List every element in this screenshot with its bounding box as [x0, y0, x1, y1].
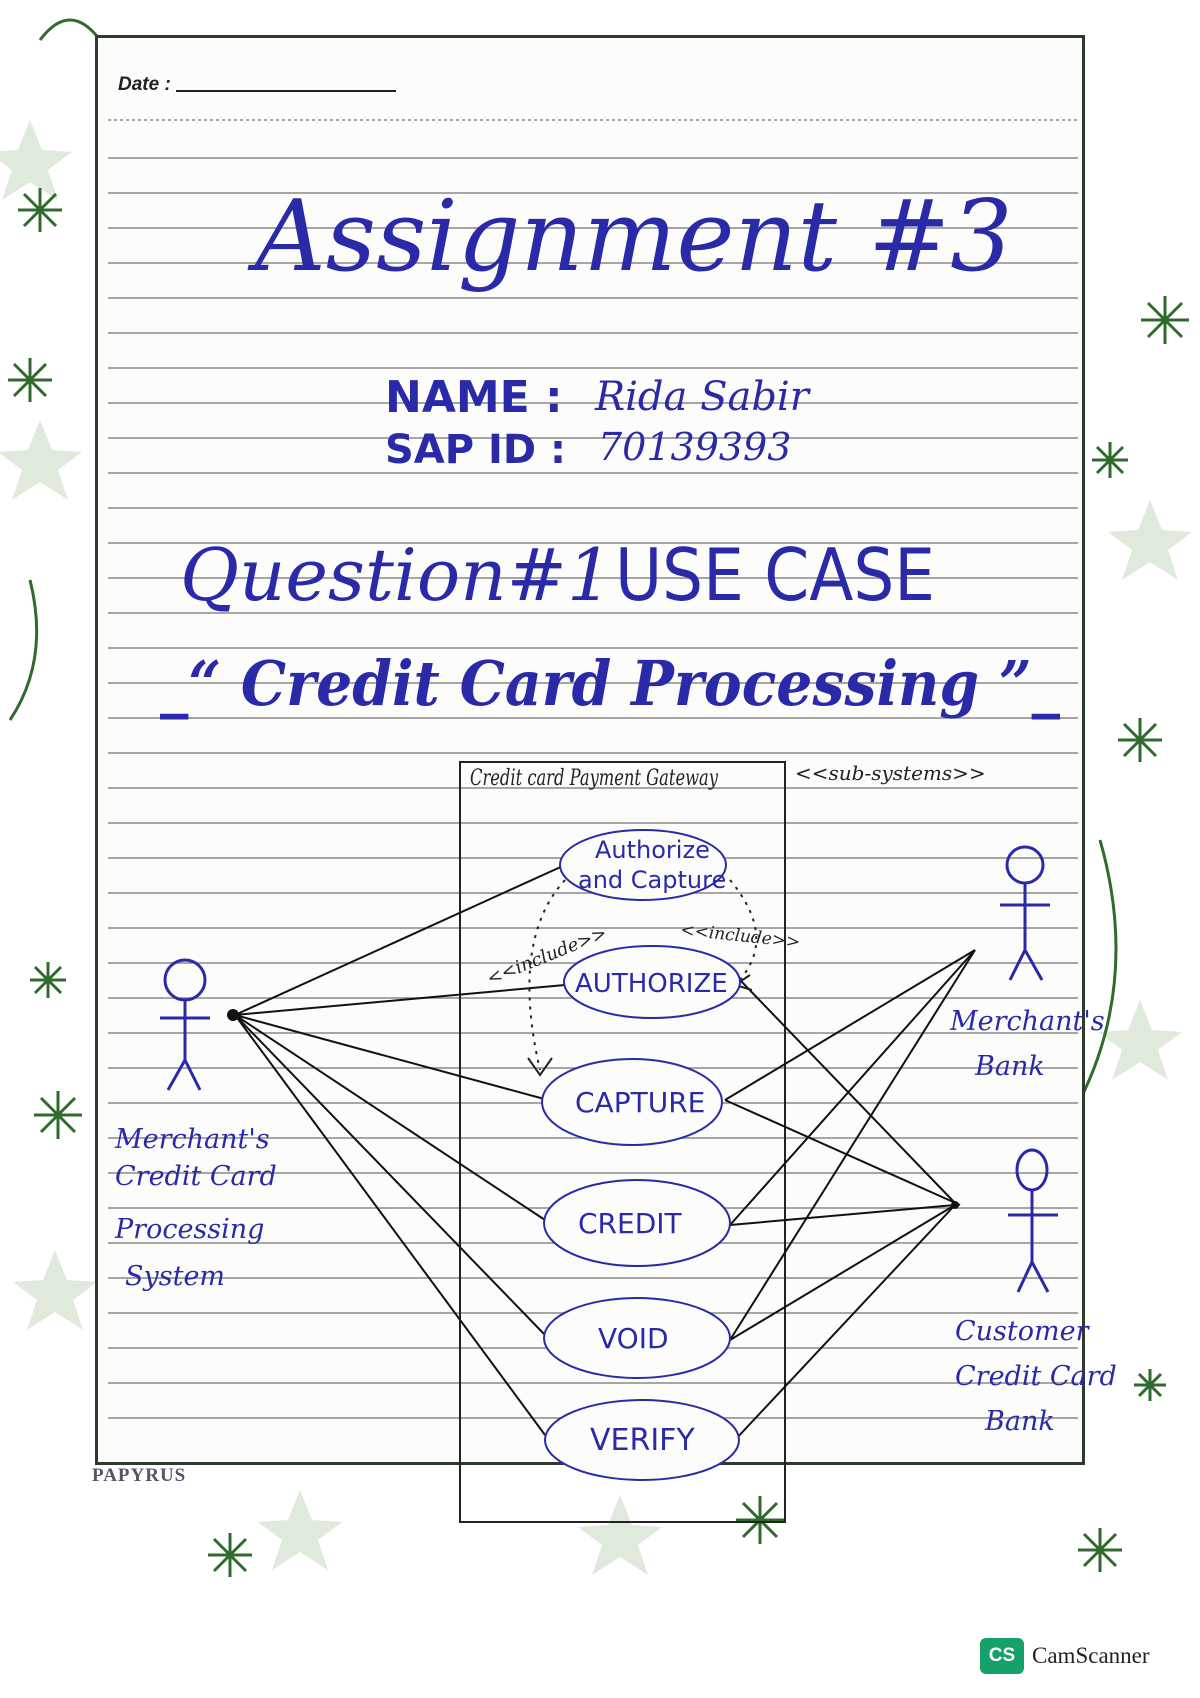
include-arrows [528, 879, 758, 1071]
starburst-icon [208, 1533, 252, 1577]
actor-label: Processing [114, 1214, 264, 1245]
star-icon [258, 1490, 342, 1570]
system-boundary-label: Credit card Payment Gateway [470, 766, 718, 791]
star-icon [578, 1495, 662, 1575]
leaf-swirl [1078, 839, 1118, 1101]
usecase-label: Authorize [595, 836, 710, 864]
usecase-credit[interactable] [543, 1179, 731, 1267]
sap-id-label: SAP ID : [385, 427, 566, 473]
association-point [227, 1009, 239, 1021]
actor-label: Merchant's [949, 1006, 1105, 1037]
question-heading: Question#1 [180, 533, 613, 617]
paper-brand-logo: PAPYRUS [92, 1465, 187, 1486]
usecase-capture[interactable] [541, 1058, 723, 1146]
actor-label: Bank [984, 1406, 1055, 1437]
actor-merchants-bank[interactable] [1000, 845, 1050, 981]
bank-associations [724, 949, 976, 1441]
system-boundary [459, 761, 786, 1523]
name-value: Rida Sabir [594, 374, 812, 420]
actor-merchant-processing-system[interactable] [160, 958, 210, 1091]
starburst-icon [1134, 1369, 1166, 1401]
starburst-icon [30, 962, 66, 998]
starburst-icon [1118, 718, 1162, 762]
assignment-title: Assignment #3 [247, 180, 1013, 294]
actor-label: System [125, 1261, 225, 1292]
arrow-head-icon [527, 1057, 553, 1077]
star-icon [1098, 1000, 1182, 1080]
leaf-swirl [38, 18, 102, 41]
usecase-void[interactable] [543, 1297, 731, 1379]
primary-associations [234, 864, 566, 1436]
actor-label: Credit Card [115, 1161, 277, 1192]
sap-id-value: 70139393 [598, 425, 791, 469]
star-icon [0, 120, 72, 200]
camscanner-name: CamScanner [1032, 1643, 1150, 1668]
name-label: NAME : [385, 372, 563, 423]
leaf-swirl [8, 579, 39, 721]
usecase-verify[interactable] [544, 1399, 740, 1481]
starburst-icon [1078, 1528, 1122, 1572]
starburst-icon [1092, 442, 1128, 478]
actor-label: Bank [974, 1051, 1045, 1082]
actor-label: Customer [955, 1316, 1091, 1347]
usecase-label: CAPTURE [575, 1086, 705, 1119]
usecase-label: and Capture [578, 866, 726, 894]
actor-label: Merchant's [114, 1124, 270, 1155]
usecase-label: AUTHORIZE [575, 969, 728, 999]
usecase-label: CREDIT [578, 1207, 683, 1240]
association-point [951, 1201, 959, 1209]
actor-label: Credit Card [955, 1361, 1117, 1392]
camscanner-logo-icon: CS [980, 1638, 1024, 1674]
starburst-icon [736, 1496, 784, 1544]
question-type: USE CASE [615, 533, 935, 617]
usecase-label: VERIFY [590, 1423, 695, 1458]
actor-customer-bank[interactable] [1008, 1148, 1058, 1293]
camscanner-watermark: CS CamScanner [980, 1638, 1150, 1674]
include-label: <<include>> [679, 920, 801, 952]
question-subject: _“ Credit Card Processing ”_ [160, 647, 1060, 720]
starburst-icon [1141, 296, 1189, 344]
star-icon [0, 420, 82, 500]
usecase-authorize[interactable] [563, 945, 741, 1019]
starburst-icon [18, 188, 62, 232]
starburst-icon [34, 1091, 82, 1139]
usecase-label: VOID [598, 1322, 669, 1355]
usecase-authorize-and-capture[interactable] [559, 829, 727, 901]
date-label: Date : [118, 74, 397, 96]
star-icon [1108, 500, 1192, 580]
star-icon [13, 1250, 97, 1330]
starburst-icon [8, 358, 52, 402]
stereotype-label: <<sub-systems>> [795, 761, 986, 785]
